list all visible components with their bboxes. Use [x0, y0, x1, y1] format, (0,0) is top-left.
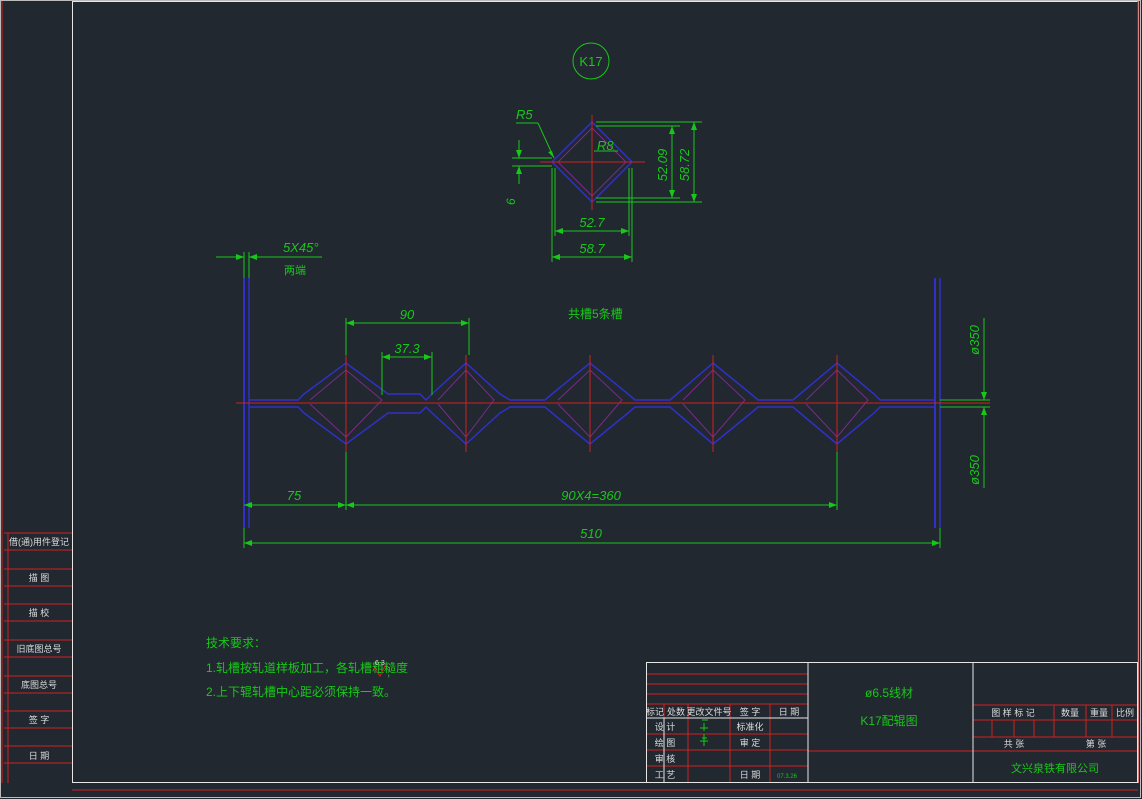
roughness-symbol: 6.3 ;: [373, 660, 390, 679]
role-label: 审 核: [655, 753, 676, 764]
dim-diameter-top: ø350: [967, 324, 982, 354]
role-label: 工 艺: [655, 770, 676, 780]
date-value: 07.3.26: [777, 774, 798, 780]
right-header: 图 样 标 记: [991, 707, 1035, 718]
section-label: K17: [572, 42, 610, 80]
product-line-2: K17配辊图: [860, 714, 917, 728]
company-name: 文兴泉铁有限公司: [1011, 761, 1099, 775]
product-line-1: ø6.5线材: [865, 686, 913, 700]
title-block: 标记 处数 更改文件号 签 字 日 期 设 计 绘 图 审 核 工 艺 标准化 …: [646, 662, 1138, 783]
mid-label: 标准化: [736, 721, 763, 732]
dim-end-offset: 75: [287, 488, 302, 503]
tech-item-1: 1.轧槽按轧道样板加工，各轧槽粗糙度: [206, 660, 408, 675]
role-label: 绘 图: [655, 737, 676, 748]
strip-row-label: 签 字: [29, 714, 50, 725]
tech-requirements: 技术要求： 1.轧槽按轧道样板加工，各轧槽粗糙度 6.3 ; 2.上下辊轧槽中心…: [206, 636, 408, 699]
right-header: 比例: [1116, 707, 1134, 718]
rev-header: 更改文件号: [686, 706, 731, 717]
dim-width-outer: 58.7: [579, 241, 605, 256]
dim-height-outer: 58.72: [677, 148, 692, 181]
rev-header: 日 期: [779, 707, 800, 717]
tech-heading: 技术要求：: [206, 636, 266, 650]
section-label-text: K17: [579, 54, 602, 69]
rev-header: 处数: [667, 706, 685, 717]
sheet-total: 共 张: [1004, 739, 1025, 749]
dim-pitch-total: 90X4=360: [561, 488, 621, 503]
strip-row-label: 描 图: [29, 572, 50, 583]
dim-chamfer: 5X45°: [283, 240, 319, 255]
dim-radius-inner: R8: [597, 138, 614, 153]
strip-row-label: 旧底图总号: [16, 643, 61, 654]
dim-pitch: 90: [400, 307, 415, 322]
strip-row-label: 日 期: [29, 751, 50, 761]
rev-header: 标记: [646, 706, 664, 717]
dim-diameter-bottom: ø350: [967, 454, 982, 484]
left-strip: 借(通)用件登记 描 图 描 校 旧底图总号 底图总号 签 字 日 期: [4, 532, 72, 783]
mid-label: 日 期: [740, 770, 761, 780]
dim-height-inner: 52.09: [655, 149, 670, 182]
strip-row-label: 借(通)用件登记: [9, 536, 69, 547]
dim-groove-width: 37.3: [394, 341, 420, 356]
right-header: 数量: [1061, 707, 1079, 718]
right-header: 重量: [1090, 707, 1108, 718]
designer-signature: [700, 719, 708, 746]
dim-radius-outer: R5: [516, 107, 533, 122]
dim-width-inner: 52.7: [579, 215, 605, 230]
svg-text:;: ;: [387, 665, 390, 679]
dim-offset: 6: [504, 198, 518, 205]
groove-count-note: 共槽5条槽: [568, 307, 623, 321]
dim-overall-length: 510: [580, 526, 602, 541]
strip-row-label: 描 校: [29, 607, 50, 618]
tech-item-2: 2.上下辊轧槽中心距必须保持一致。: [206, 684, 396, 699]
rev-header: 签 字: [740, 706, 761, 717]
sheet-no: 第 张: [1086, 738, 1107, 749]
groove-detail: R5 R8 6 52.09 58.72 52.7 58.7: [504, 107, 702, 262]
main-dimensions: 5X45° 两端 共槽5条槽 90 37.3 75 90X4=360 510 ø…: [216, 240, 990, 548]
mid-label: 审 定: [740, 737, 761, 748]
roll-profile: [236, 278, 990, 528]
role-label: 设 计: [655, 721, 676, 732]
roughness-value: 6.3: [375, 660, 385, 667]
strip-row-label: 底图总号: [21, 679, 57, 690]
chamfer-location: 两端: [284, 264, 306, 277]
